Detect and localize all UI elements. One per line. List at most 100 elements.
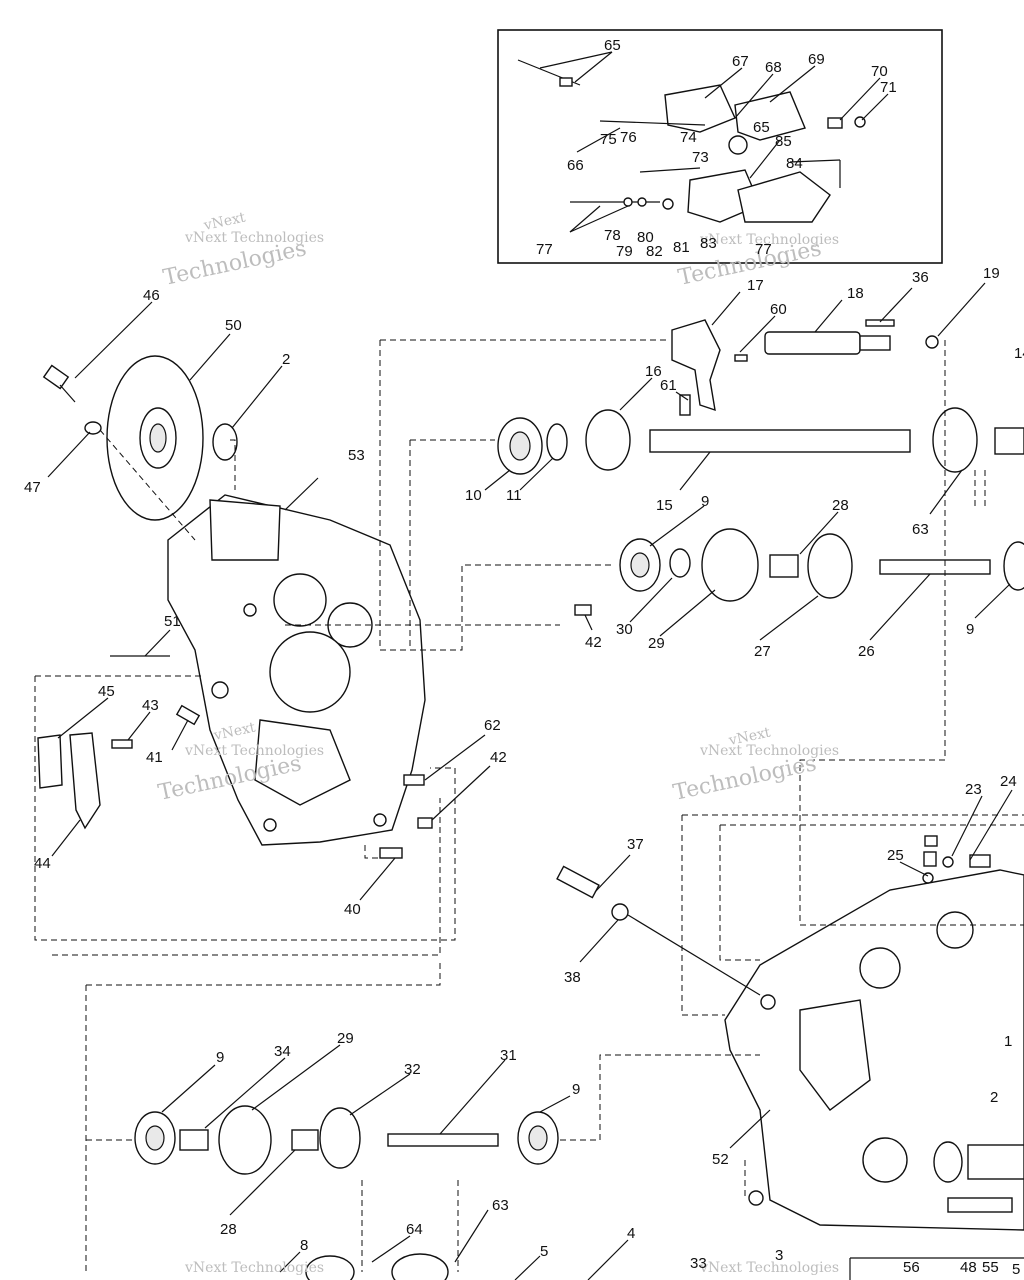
callout-label: 76 xyxy=(620,129,637,146)
callout-label: 9 xyxy=(701,493,709,510)
callout-label: 61 xyxy=(660,377,677,394)
middle-shaft-assembly xyxy=(574,505,1024,641)
callout-label: 65 xyxy=(753,119,770,136)
callout-label: 17 xyxy=(747,277,764,294)
inset-frame xyxy=(497,29,943,264)
callout-label: 77 xyxy=(536,241,553,258)
callout-label: 74 xyxy=(680,129,697,146)
inset-parts xyxy=(517,51,889,233)
callout-label: 43 xyxy=(142,697,159,714)
callout-label: 15 xyxy=(656,497,673,514)
callout-label: 82 xyxy=(646,243,663,260)
callout-label: 37 xyxy=(627,836,644,853)
callout-label: 33 xyxy=(690,1255,707,1272)
callout-label: 67 xyxy=(732,53,749,70)
callout-label: 18 xyxy=(847,285,864,302)
callout-label: 45 xyxy=(98,683,115,700)
plates-and-bolts xyxy=(37,629,491,901)
callout-label: 26 xyxy=(858,643,875,660)
callout-label: 73 xyxy=(692,149,709,166)
callout-label: 77 xyxy=(755,241,772,258)
callout-label: 9 xyxy=(572,1081,580,1098)
callout-label: 63 xyxy=(912,521,929,538)
pulley-assembly xyxy=(42,301,283,521)
watermark-line2: vNext Technologies xyxy=(699,232,839,248)
callout-label: 79 xyxy=(616,243,633,260)
callout-label: 62 xyxy=(484,717,501,734)
callout-label: 4 xyxy=(627,1225,635,1242)
callout-label: 36 xyxy=(912,269,929,286)
callout-label: 69 xyxy=(808,51,825,68)
callout-label: 27 xyxy=(754,643,771,660)
callout-label: 2 xyxy=(990,1089,998,1106)
watermark-line2: vNext Technologies xyxy=(184,743,324,759)
watermark-line3: Technologies xyxy=(671,751,819,806)
callout-label: 75 xyxy=(600,131,617,148)
watermark-line2: vNext Technologies xyxy=(184,230,324,246)
callout-label: 55 xyxy=(982,1259,999,1276)
callout-labels: 65 67 68 69 70 71 65 75 76 74 85 73 84 6… xyxy=(24,37,1024,1278)
callout-label: 28 xyxy=(220,1221,237,1238)
callout-label: 28 xyxy=(832,497,849,514)
callout-label: 9 xyxy=(216,1049,224,1066)
callout-label: 50 xyxy=(225,317,242,334)
callout-label: 51 xyxy=(164,613,181,630)
callout-label: 29 xyxy=(648,635,665,652)
assembly-guide-lines xyxy=(34,339,1024,1272)
callout-label: 11 xyxy=(506,487,522,504)
callout-label: 47 xyxy=(24,479,41,496)
callout-label: 23 xyxy=(965,781,982,798)
upper-shaft-assembly xyxy=(484,282,1024,515)
callout-label: 48 xyxy=(960,1259,977,1276)
callout-label: 52 xyxy=(712,1151,729,1168)
callout-label: 29 xyxy=(337,1030,354,1047)
callout-label: 68 xyxy=(765,59,782,76)
callout-label: 70 xyxy=(871,63,888,80)
callout-label: 83 xyxy=(700,235,717,252)
callout-label: 41 xyxy=(146,749,163,766)
callout-label: 10 xyxy=(465,487,482,504)
callout-label: 46 xyxy=(143,287,160,304)
left-housing xyxy=(167,477,426,846)
callout-label: 78 xyxy=(604,227,621,244)
callout-label: 24 xyxy=(1000,773,1017,790)
watermark-line2: vNext Technologies xyxy=(184,1260,324,1276)
callout-label: 2 xyxy=(282,351,290,368)
callout-label: 80 xyxy=(637,229,654,246)
bolt-37-38 xyxy=(556,854,761,996)
callout-label: 38 xyxy=(564,969,581,986)
callout-label: 40 xyxy=(344,901,361,918)
callout-label: 65 xyxy=(604,37,621,54)
watermark-line2: vNext Technologies xyxy=(699,743,839,759)
callout-label: 14 xyxy=(1014,345,1024,362)
callout-label: 9 xyxy=(966,621,974,638)
callout-label: 3 xyxy=(775,1247,783,1264)
callout-label: 16 xyxy=(645,363,662,380)
callout-label: 42 xyxy=(490,749,507,766)
callout-label: 32 xyxy=(404,1061,421,1078)
callout-label: 56 xyxy=(903,1259,920,1276)
callout-label: 81 xyxy=(673,239,690,256)
callout-label: 64 xyxy=(406,1221,423,1238)
callout-label: 31 xyxy=(500,1047,517,1064)
callout-label: 53 xyxy=(348,447,365,464)
callout-label: 63 xyxy=(492,1197,509,1214)
callout-label: 25 xyxy=(887,847,904,864)
callout-label: 42 xyxy=(585,634,602,651)
callout-label: 71 xyxy=(880,79,897,96)
callout-label: 1 xyxy=(1004,1033,1012,1050)
lower-shaft-assembly xyxy=(134,1044,629,1280)
callout-label: 60 xyxy=(770,301,787,318)
callout-label: 85 xyxy=(775,133,792,150)
callout-label: 66 xyxy=(567,157,584,174)
right-housing xyxy=(724,789,1024,1231)
callout-label: 34 xyxy=(274,1043,291,1060)
callout-label: 5 xyxy=(540,1243,548,1260)
callout-label: 8 xyxy=(300,1237,308,1254)
callout-label: 44 xyxy=(34,855,51,872)
callout-label: 30 xyxy=(616,621,633,638)
callout-label: 5 xyxy=(1012,1261,1020,1278)
callout-label: 84 xyxy=(786,155,803,172)
watermark-line2: vNext Technologies xyxy=(699,1260,839,1276)
